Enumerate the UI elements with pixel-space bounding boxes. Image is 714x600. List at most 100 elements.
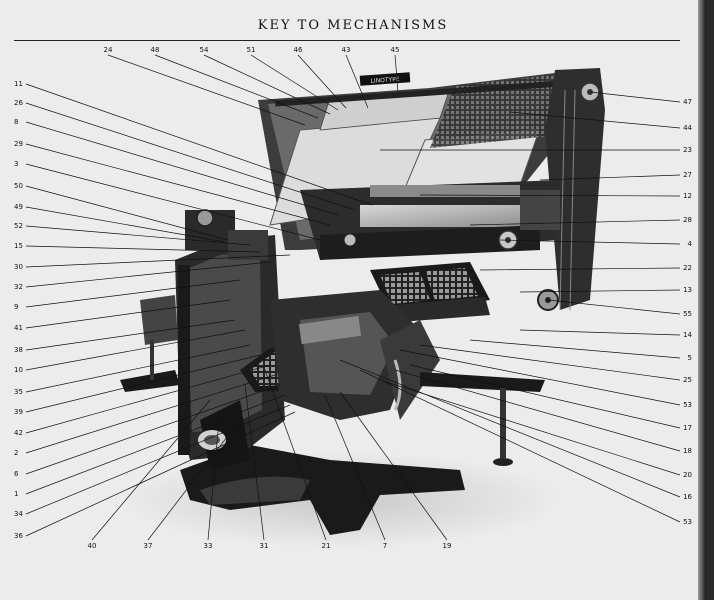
callout-left-11: 9	[14, 303, 18, 311]
callout-bottom-6: 19	[443, 542, 452, 550]
leader-line-top-1	[154, 54, 319, 119]
callout-left-1: 26	[14, 99, 23, 107]
leader-line-left-17	[25, 364, 271, 434]
leader-line-right-17	[339, 359, 681, 498]
leader-line-left-4	[25, 163, 321, 241]
callout-top-2: 54	[200, 46, 209, 54]
leader-line-left-1	[25, 102, 356, 211]
leader-line-left-12	[25, 299, 231, 329]
callout-right-10: 14	[683, 331, 692, 339]
leader-line-right-11	[469, 339, 681, 359]
callout-left-13: 38	[14, 346, 23, 354]
callout-left-17: 42	[14, 429, 23, 437]
leader-line-bottom-4	[264, 369, 327, 541]
callout-left-7: 52	[14, 222, 23, 230]
callout-left-3: 29	[14, 140, 23, 148]
leader-line-right-5	[469, 219, 681, 226]
leader-line-right-6	[499, 239, 681, 245]
leader-line-left-19	[25, 384, 281, 475]
page-binding-edge	[698, 0, 706, 600]
callout-right-7: 22	[683, 264, 692, 272]
callout-left-0: 11	[14, 80, 23, 88]
callout-bottom-2: 33	[204, 542, 213, 550]
leader-line-bottom-2	[207, 409, 221, 541]
leader-line-right-0	[589, 91, 681, 103]
leader-line-right-7	[479, 267, 681, 271]
leader-line-right-13	[399, 349, 681, 406]
leader-line-right-4	[419, 194, 681, 197]
callout-right-4: 12	[683, 192, 692, 200]
callout-bottom-0: 40	[88, 542, 97, 550]
lower-casting	[270, 290, 440, 420]
leader-line-left-18	[25, 374, 276, 454]
leader-line-left-14	[25, 329, 246, 371]
callout-right-14: 17	[683, 424, 692, 432]
leader-line-left-7	[25, 225, 251, 246]
callout-top-4: 46	[294, 46, 303, 54]
callout-right-12: 25	[683, 376, 692, 384]
leader-line-top-4	[297, 54, 347, 109]
leader-line-top-2	[203, 54, 331, 115]
callout-right-15: 18	[683, 447, 692, 455]
callout-left-14: 10	[14, 366, 23, 374]
callout-right-8: 13	[683, 286, 692, 294]
callout-top-6: 45	[391, 46, 400, 54]
leader-line-bottom-6	[339, 391, 448, 541]
callout-left-6: 49	[14, 203, 23, 211]
callout-right-5: 28	[683, 216, 692, 224]
callout-right-11: 5	[688, 354, 692, 362]
callout-left-19: 6	[14, 470, 19, 478]
central-mechanism	[300, 180, 560, 311]
leader-line-left-22	[25, 411, 296, 537]
callout-left-18: 2	[14, 449, 18, 457]
leader-line-right-8	[519, 289, 681, 293]
callout-right-16: 20	[683, 471, 692, 479]
leader-line-right-3	[539, 174, 681, 181]
machine-base	[180, 445, 465, 535]
leader-line-left-21	[25, 404, 291, 515]
leader-line-left-15	[25, 344, 251, 393]
leader-line-right-10	[519, 329, 681, 336]
leader-line-left-5	[25, 185, 229, 241]
callout-left-22: 36	[14, 532, 23, 540]
matrix-grids	[370, 262, 490, 322]
callout-right-0: 47	[683, 98, 692, 106]
callout-left-20: 1	[14, 490, 18, 498]
leader-line-left-16	[25, 354, 261, 413]
leader-line-left-9	[25, 254, 291, 268]
leader-line-left-0	[25, 83, 373, 206]
leader-line-right-18	[359, 369, 681, 523]
right-delivery-tray	[420, 372, 545, 466]
leader-line-bottom-3	[244, 384, 265, 541]
callout-top-1: 48	[151, 46, 160, 54]
callout-right-13: 53	[683, 401, 692, 409]
callout-right-3: 27	[683, 171, 692, 179]
callout-left-16: 39	[14, 408, 23, 416]
leader-lines	[25, 54, 681, 541]
callout-left-8: 15	[14, 242, 23, 250]
leader-line-top-6	[394, 54, 399, 93]
nameplate-text: LINOTYPE	[370, 76, 400, 85]
leader-line-right-1	[509, 111, 681, 129]
callout-right-18: 53	[683, 518, 692, 526]
left-control-block	[185, 209, 268, 260]
leader-line-left-10	[25, 261, 271, 288]
leader-line-bottom-5	[324, 394, 386, 541]
leader-line-left-8	[25, 245, 261, 253]
leader-line-bottom-0	[91, 399, 211, 541]
callout-top-3: 51	[247, 46, 256, 54]
callout-top-5: 43	[342, 46, 351, 54]
leader-line-left-11	[25, 279, 241, 308]
leader-line-right-14	[409, 364, 681, 429]
callout-top-0: 24	[104, 46, 113, 54]
callout-left-2: 8	[14, 118, 18, 126]
callout-right-17: 16	[683, 493, 692, 501]
callout-bottom-3: 31	[260, 542, 269, 550]
callout-right-2: 23	[683, 146, 692, 154]
leader-line-left-20	[25, 394, 286, 495]
callout-left-5: 50	[14, 182, 23, 190]
callout-left-12: 41	[14, 324, 23, 332]
